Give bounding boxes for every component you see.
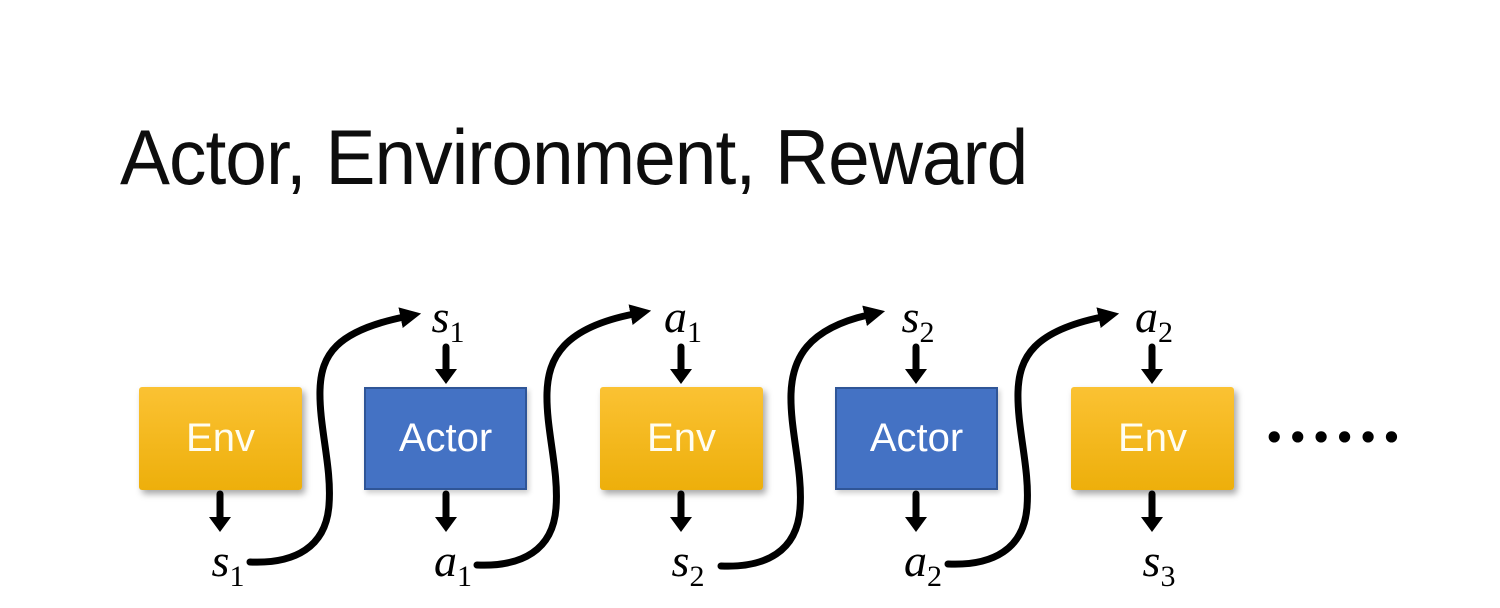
bottom-label-a2: a2	[904, 535, 942, 593]
actor-box-1: Actor	[364, 387, 527, 490]
actor-box-2-label: Actor	[869, 416, 964, 460]
input-arrow-env2	[670, 343, 692, 384]
env-box-3-label: Env	[1118, 416, 1187, 460]
actor-box-1-label: Actor	[398, 416, 493, 460]
bottom-label-s3: s3	[1142, 535, 1176, 593]
top-label-s2: s2	[901, 291, 935, 349]
top-label-s1: s1	[431, 291, 465, 349]
slide-title: Actor, Environment, Reward	[120, 113, 1028, 201]
output-arrow-actor2	[905, 490, 927, 532]
bottom-label-s2: s2	[671, 535, 705, 593]
env-box-2-label: Env	[647, 416, 716, 460]
env-box-1-label: Env	[186, 416, 255, 460]
output-arrow-env3	[1141, 490, 1163, 532]
continuation-dots: ••••••	[1264, 419, 1405, 457]
output-arrow-actor1	[435, 490, 457, 532]
top-label-a2: a2	[1135, 291, 1173, 349]
env-box-2: Env	[600, 387, 763, 490]
actor-box-2: Actor	[835, 387, 998, 490]
input-arrow-actor1	[435, 343, 457, 384]
top-label-a1: a1	[664, 291, 702, 349]
env-box-1: Env	[139, 387, 302, 490]
bottom-label-a1: a1	[434, 535, 472, 593]
output-arrow-env1	[209, 490, 231, 532]
bottom-label-s1: s1	[211, 535, 245, 593]
output-arrow-env2	[670, 490, 692, 532]
input-arrow-env3	[1141, 343, 1163, 384]
input-arrow-actor2	[905, 343, 927, 384]
env-box-3: Env	[1071, 387, 1234, 490]
